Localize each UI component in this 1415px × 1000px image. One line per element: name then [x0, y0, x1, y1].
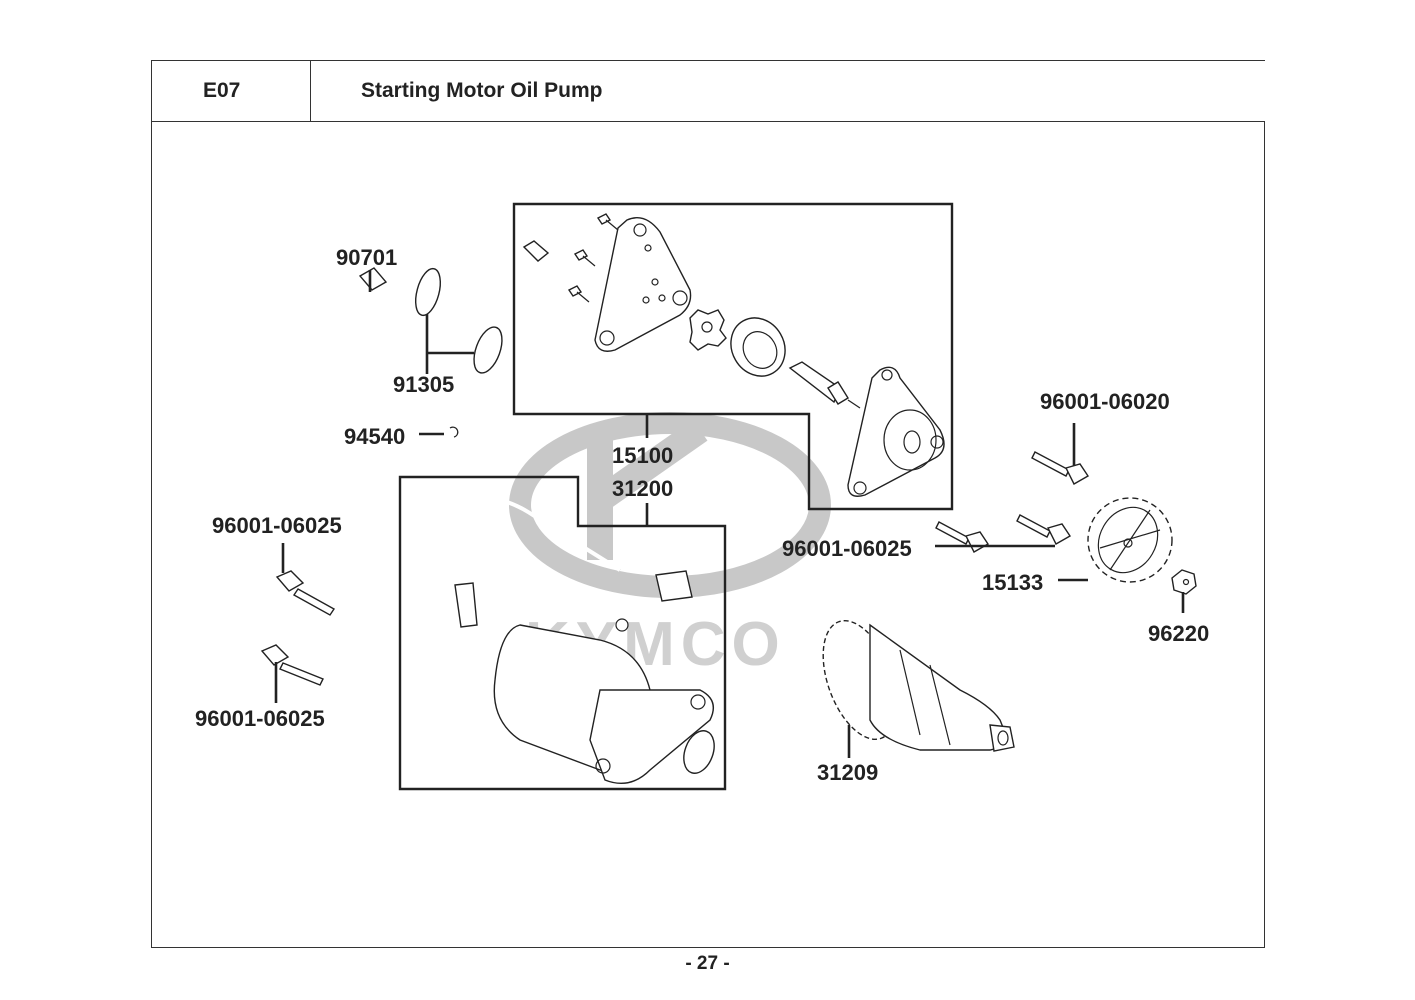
diagram-frame — [151, 121, 1265, 948]
callout-31200: 31200 — [612, 476, 673, 501]
outer-rotor — [730, 317, 786, 377]
part-96001-06020-bolt — [1031, 451, 1089, 485]
starting-motor — [428, 489, 715, 784]
callout-96001-06025-right: 96001-06025 — [782, 536, 912, 561]
inner-rotor — [689, 309, 727, 351]
callout-96001-06020: 96001-06020 — [1040, 389, 1170, 414]
part-91305-oring-2 — [473, 326, 503, 374]
part-96001-06025-bolt-lower — [260, 644, 324, 686]
part-96220-nut — [1171, 569, 1197, 595]
page-number: - 27 - — [685, 953, 730, 974]
part-91305-oring-1 — [414, 267, 442, 317]
section-title-cell — [310, 60, 1265, 122]
starting-motor-group-outline — [398, 475, 727, 791]
part-96001-06025-bolt-upper — [275, 570, 336, 616]
callout-94540: 94540 — [344, 424, 405, 449]
part-90701-dowel — [358, 267, 388, 291]
pump-body — [847, 366, 945, 497]
part-31209-starter-clutch — [822, 620, 1015, 752]
callout-91305: 91305 — [393, 372, 454, 397]
oil-pump-group-outline — [512, 202, 954, 511]
callout-15133: 15133 — [982, 570, 1043, 595]
callout-31209: 31209 — [817, 760, 878, 785]
callout-96001-06025-upper-left: 96001-06025 — [212, 513, 342, 538]
pump-shaft — [788, 361, 861, 409]
leader-lines — [274, 270, 1185, 758]
section-title: Starting Motor Oil Pump — [361, 79, 603, 102]
pump-screws — [567, 213, 619, 303]
callout-15100: 15100 — [612, 443, 673, 468]
pump-dowel — [522, 240, 550, 262]
part-94540-circlip — [449, 426, 459, 438]
callout-96001-06025-lower-left: 96001-06025 — [195, 706, 325, 731]
part-15133-sprocket — [1087, 497, 1173, 583]
callout-90701: 90701 — [336, 245, 397, 270]
callout-96220: 96220 — [1148, 621, 1209, 646]
oil-pump-cover-plate — [594, 217, 692, 352]
section-code: E07 — [203, 79, 241, 102]
